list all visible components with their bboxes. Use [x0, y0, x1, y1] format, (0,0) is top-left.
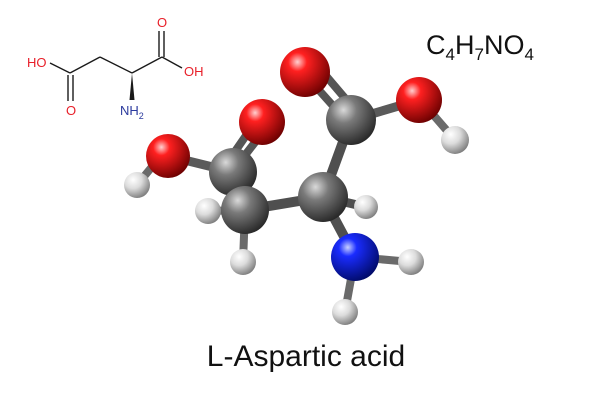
- right-carbonyl-o-label: O: [157, 15, 167, 30]
- carbon-atom-methylene: [221, 186, 269, 234]
- oxygen-atom-hydroxyl-right: [396, 77, 442, 123]
- molecular-formula: C4H7NO4: [426, 30, 534, 64]
- oxygen-atom-carbonyl-right: [280, 47, 330, 97]
- left-hydroxyl-label: HO: [27, 55, 47, 70]
- hydrogen-atom-methylene-1: [195, 198, 221, 224]
- hydrogen-atom-amino-1: [398, 249, 424, 275]
- hydrogen-atom-hydroxyl-right: [441, 126, 469, 154]
- amino-label: NH2: [120, 103, 144, 121]
- skeletal-bonds: [49, 31, 183, 101]
- formula-count-h: 7: [474, 45, 483, 64]
- molecule-name: L-Aspartic acid: [207, 340, 405, 373]
- hydrogen-atom-hydroxyl-left: [124, 172, 150, 198]
- wedge-bond: [129, 73, 135, 100]
- formula-count-c: 4: [446, 45, 455, 64]
- hydrogen-atom-methylene-2: [230, 249, 256, 275]
- amino-label-main: NH: [120, 103, 139, 118]
- right-hydroxyl-label: OH: [184, 64, 204, 79]
- formula-symbol-o: O: [503, 30, 524, 60]
- ball-and-stick-model: [124, 47, 469, 325]
- oxygen-atom-hydroxyl-left: [146, 134, 190, 178]
- formula-count-o: 4: [524, 45, 533, 64]
- formula-symbol-n: N: [484, 30, 504, 60]
- nitrogen-atom-amino: [331, 233, 379, 281]
- amino-label-subscript: 2: [139, 111, 144, 121]
- left-carbonyl-o-label: O: [66, 103, 76, 118]
- carbon-atom-carboxyl-right: [326, 95, 376, 145]
- carbon-atom-carboxyl-left: [209, 148, 257, 196]
- oxygen-atom-carbonyl-left: [239, 99, 285, 145]
- carbon-atom-alpha: [298, 172, 348, 222]
- hydrogen-atom-amino-2: [332, 299, 358, 325]
- formula-symbol-h: H: [455, 30, 475, 60]
- hydrogen-atom-alpha: [354, 195, 378, 219]
- skeletal-formula: HO O O OH NH2: [27, 15, 204, 121]
- formula-symbol-c: C: [426, 30, 446, 60]
